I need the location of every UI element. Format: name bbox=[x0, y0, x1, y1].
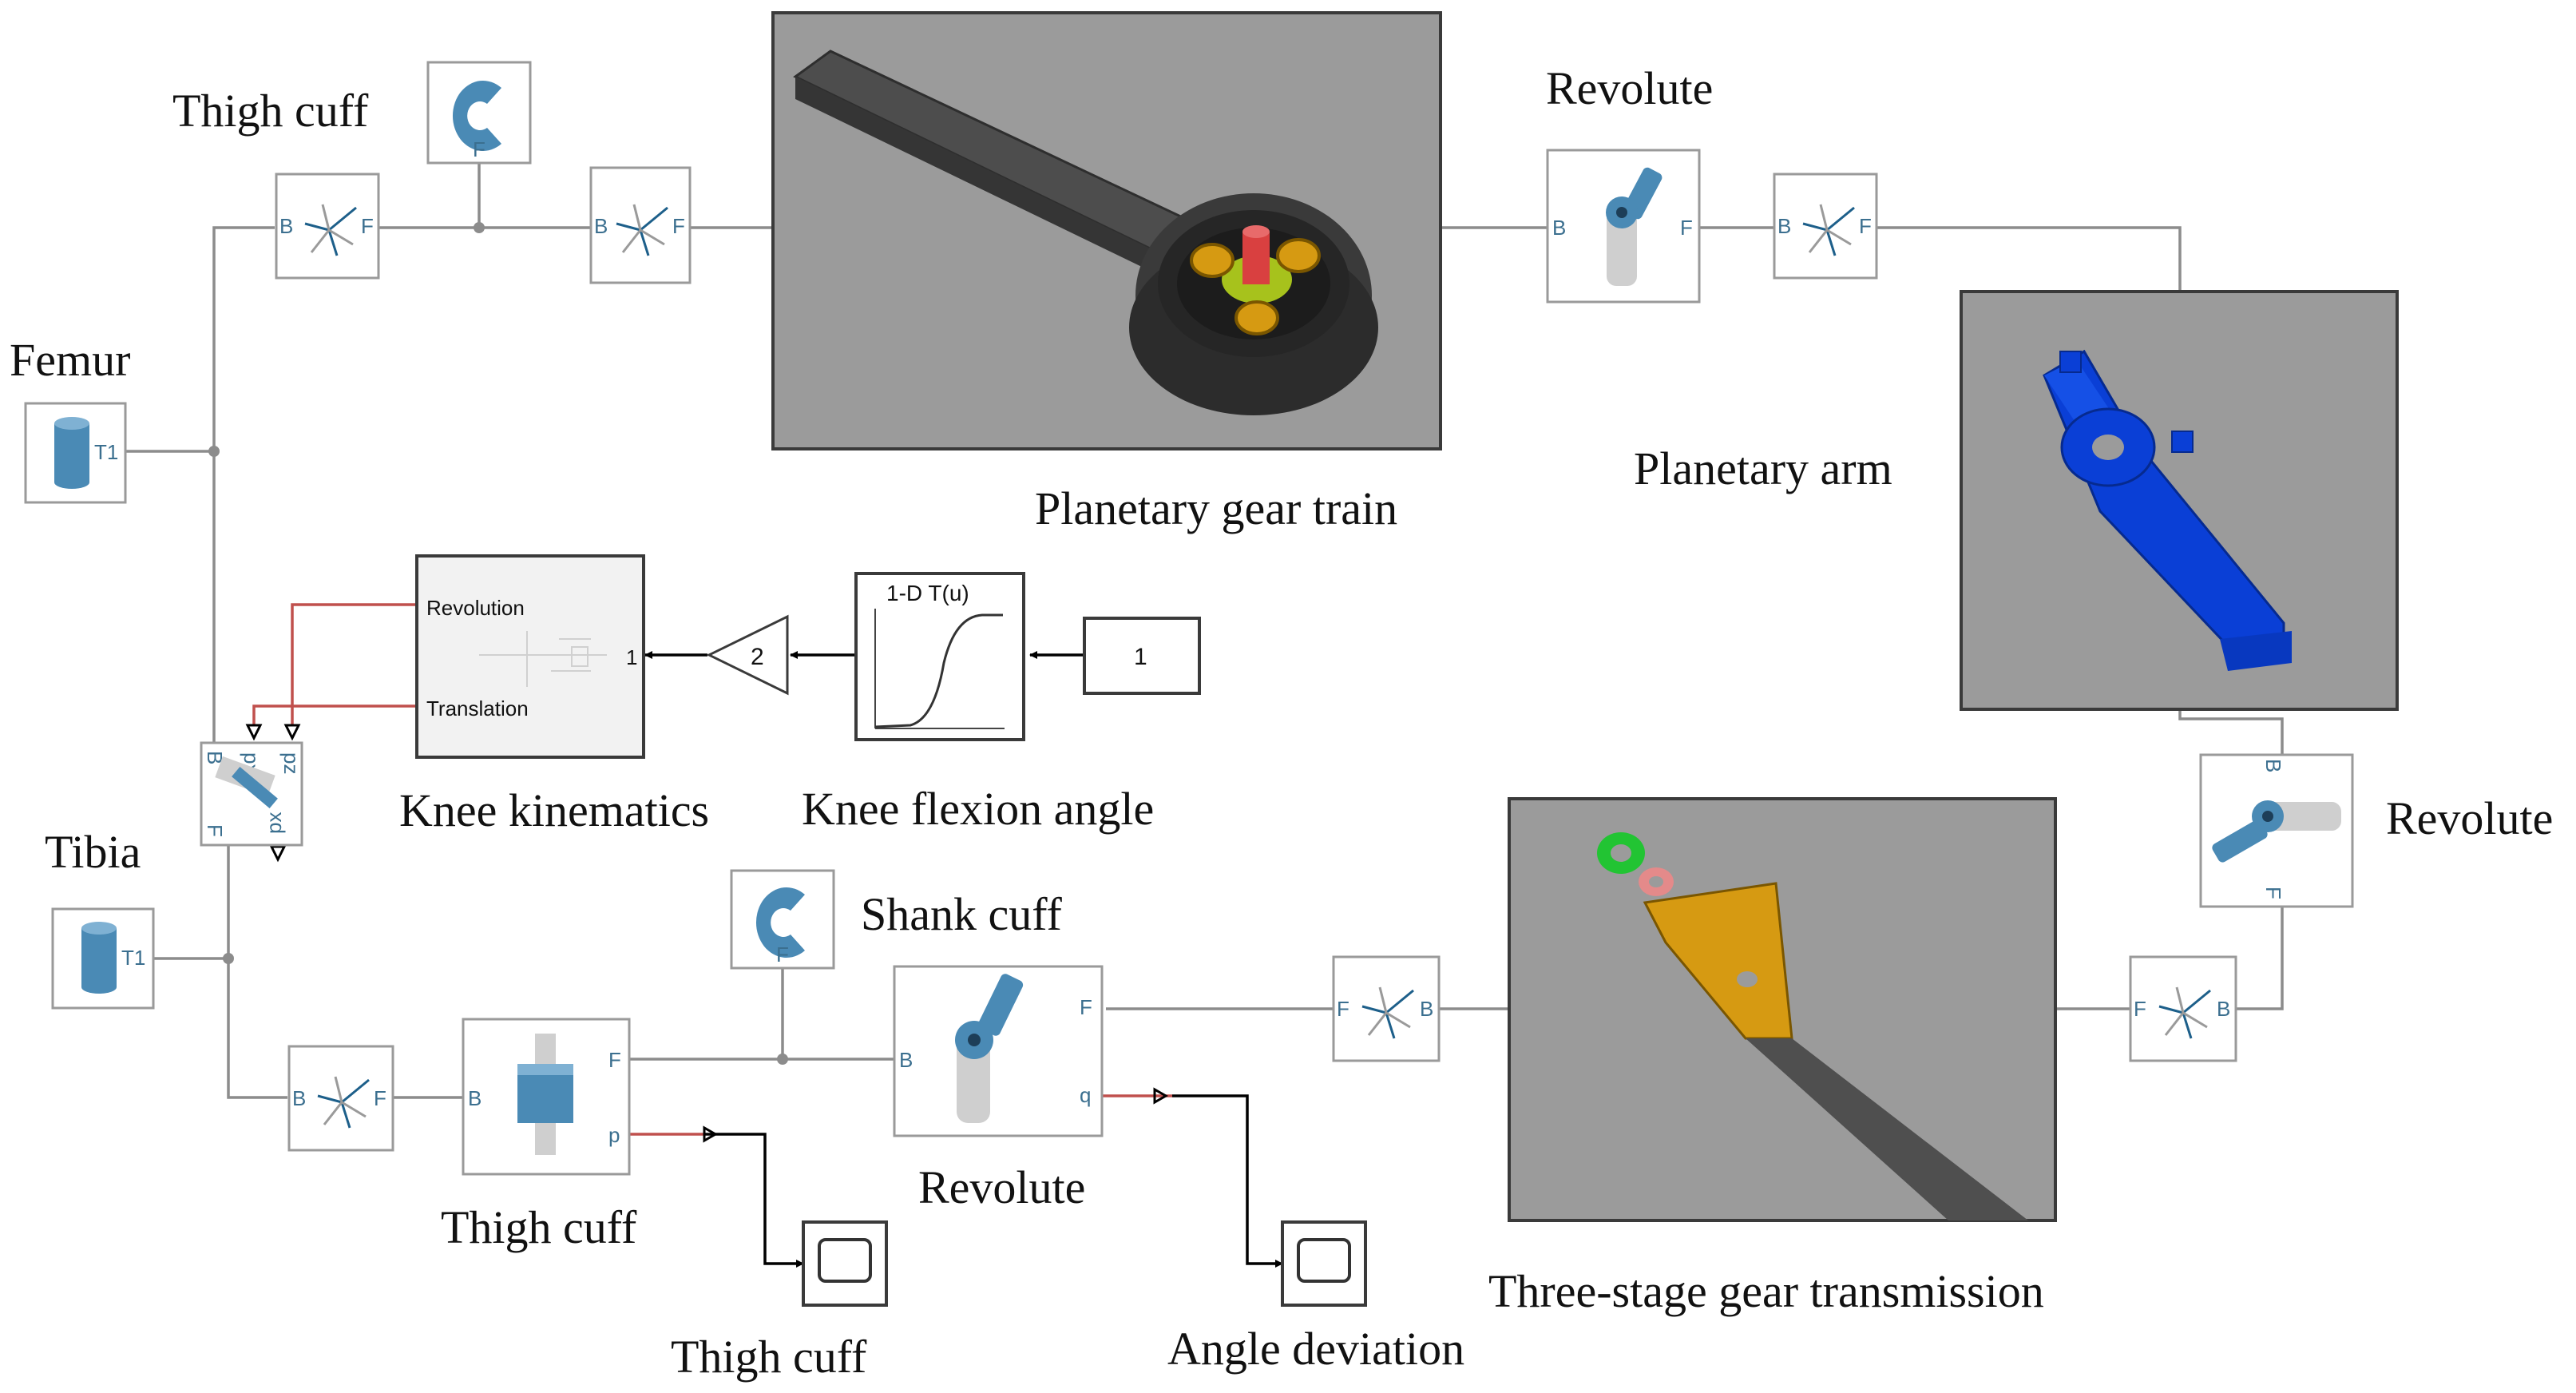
tibia-solid[interactable]: T1 bbox=[51, 907, 155, 1010]
svg-text:B: B bbox=[1552, 216, 1566, 240]
planetary-arm-block[interactable] bbox=[1960, 290, 2399, 711]
svg-text:T1: T1 bbox=[94, 440, 118, 464]
planet-gear-1 bbox=[1190, 243, 1234, 278]
rigid-transform-bottom-middle[interactable]: F B bbox=[1332, 955, 1441, 1062]
label-knee-kinematics: Knee kinematics bbox=[399, 784, 710, 836]
svg-text:B: B bbox=[1420, 997, 1433, 1021]
shaft bbox=[1242, 232, 1270, 284]
label-three-stage-gear: Three-stage gear transmission bbox=[1488, 1265, 2044, 1317]
svg-text:F: F bbox=[672, 214, 685, 238]
gain-block[interactable]: 2 bbox=[706, 614, 789, 696]
svg-text:F: F bbox=[374, 1086, 386, 1110]
signal-wires bbox=[245, 603, 1283, 1268]
svg-text:2: 2 bbox=[751, 644, 764, 670]
label-knee-flexion-angle: Knee flexion angle bbox=[802, 783, 1155, 835]
svg-text:F: F bbox=[361, 214, 374, 238]
svg-text:B: B bbox=[2217, 997, 2230, 1021]
label-revolute-right: Revolute bbox=[2386, 792, 2554, 844]
revolute-right-block[interactable]: B F bbox=[2199, 753, 2354, 908]
rigid-transform-top-right[interactable]: B F bbox=[1773, 173, 1878, 280]
svg-text:B: B bbox=[594, 214, 608, 238]
svg-text:F: F bbox=[1080, 995, 1092, 1019]
svg-text:F: F bbox=[1859, 214, 1872, 238]
prismatic-thigh-cuff-block[interactable]: B F p bbox=[462, 1018, 631, 1176]
label-revolute-top: Revolute bbox=[1546, 62, 1714, 114]
label-tibia: Tibia bbox=[45, 826, 141, 878]
svg-text:B: B bbox=[279, 214, 293, 238]
shank-cuff-solid[interactable]: F bbox=[730, 869, 835, 970]
planet-gear-2 bbox=[1276, 238, 1321, 273]
svg-text:F: F bbox=[1337, 997, 1349, 1021]
label-thigh-cuff-prismatic: Thigh cuff bbox=[441, 1201, 637, 1253]
physical-wires bbox=[124, 150, 2284, 1099]
label-thigh-cuff-scope: Thigh cuff bbox=[671, 1331, 867, 1383]
svg-text:F: F bbox=[2134, 997, 2146, 1021]
svg-text:B: B bbox=[899, 1048, 913, 1072]
label-revolute-bottom: Revolute bbox=[918, 1161, 1086, 1213]
planet-gear-3 bbox=[1234, 300, 1279, 335]
svg-text:1-D T(u): 1-D T(u) bbox=[886, 581, 969, 605]
svg-text:B: B bbox=[203, 751, 227, 764]
gear-assembly-part bbox=[1597, 832, 2028, 1220]
arm-part bbox=[2043, 349, 2292, 671]
svg-text:B: B bbox=[2261, 759, 2285, 772]
planetary-gear-train-block[interactable] bbox=[771, 11, 1442, 450]
svg-text:F: F bbox=[473, 137, 485, 161]
label-femur: Femur bbox=[10, 334, 131, 386]
svg-text:B: B bbox=[468, 1086, 482, 1110]
svg-text:px: px bbox=[262, 812, 286, 834]
thigh-cuff-scope[interactable] bbox=[802, 1220, 888, 1307]
svg-text:F: F bbox=[608, 1048, 621, 1072]
three-stage-gear-transmission-block[interactable] bbox=[1508, 797, 2057, 1222]
svg-text:F: F bbox=[776, 943, 789, 966]
rigid-transform-bottom-right[interactable]: F B bbox=[2129, 955, 2237, 1062]
label-planetary-gear-train: Planetary gear train bbox=[1035, 482, 1398, 534]
svg-text:Translation: Translation bbox=[426, 696, 529, 720]
label-angle-deviation: Angle deviation bbox=[1167, 1323, 1465, 1375]
svg-text:F: F bbox=[2261, 887, 2285, 899]
svg-text:B: B bbox=[1777, 214, 1791, 238]
revolute-top-block[interactable]: B F bbox=[1546, 149, 1701, 304]
svg-text:q: q bbox=[1080, 1083, 1091, 1107]
revolute-bottom-block[interactable]: B F q bbox=[893, 965, 1104, 1137]
svg-text:T1: T1 bbox=[121, 946, 145, 970]
svg-text:pz: pz bbox=[279, 752, 303, 774]
knee-joint-block[interactable]: B F px pz px bbox=[200, 741, 303, 847]
svg-text:1: 1 bbox=[1134, 644, 1147, 670]
constant-block[interactable]: 1 bbox=[1083, 617, 1201, 695]
femur-solid[interactable]: T1 bbox=[24, 402, 127, 504]
lookup-table-block[interactable]: 1-D T(u) bbox=[854, 572, 1025, 741]
svg-text:B: B bbox=[292, 1086, 306, 1110]
label-thigh-cuff-top: Thigh cuff bbox=[172, 85, 369, 137]
thigh-cuff-top-solid[interactable]: F bbox=[426, 61, 532, 165]
rigid-transform-top-middle[interactable]: B F bbox=[589, 166, 692, 284]
rigid-transform-top-left[interactable]: B F bbox=[275, 173, 380, 280]
svg-text:1: 1 bbox=[626, 645, 637, 669]
rigid-transform-bottom-left[interactable]: B F bbox=[287, 1045, 394, 1152]
angle-deviation-scope[interactable] bbox=[1281, 1220, 1367, 1307]
svg-text:F: F bbox=[1680, 216, 1693, 240]
svg-text:p: p bbox=[608, 1123, 620, 1147]
label-shank-cuff: Shank cuff bbox=[861, 888, 1062, 940]
svg-text:Revolution: Revolution bbox=[426, 596, 525, 620]
label-planetary-arm: Planetary arm bbox=[1634, 443, 1892, 494]
svg-text:F: F bbox=[203, 824, 227, 837]
knee-kinematics-subsystem[interactable]: Revolution Translation 1 bbox=[415, 554, 645, 759]
